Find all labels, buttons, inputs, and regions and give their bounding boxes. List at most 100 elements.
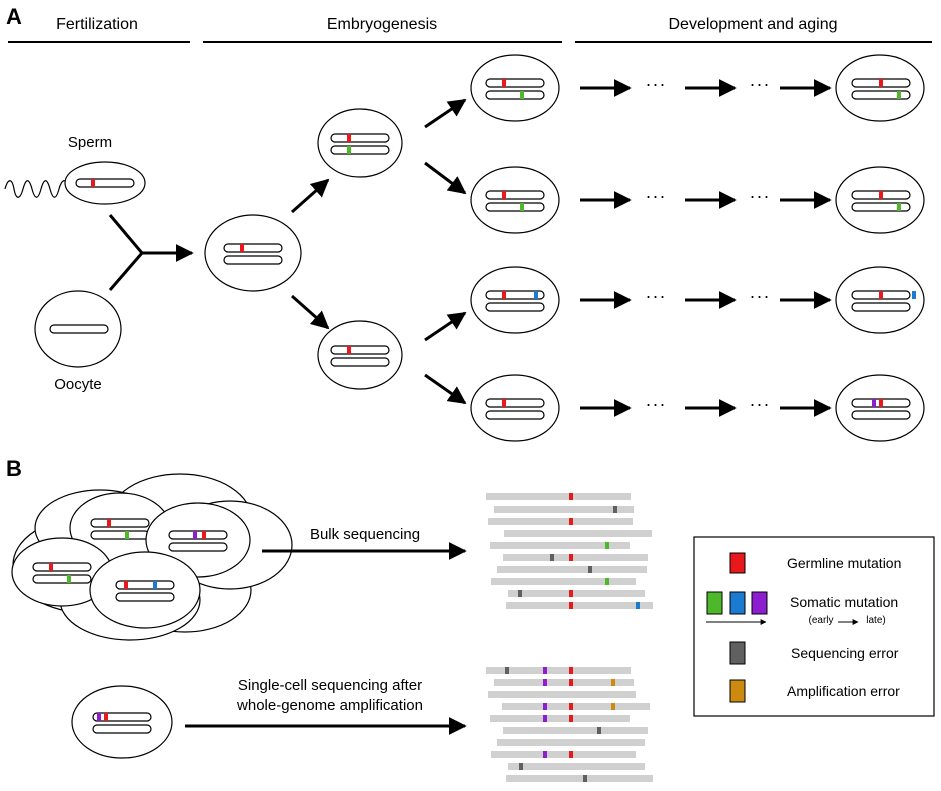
ellipsis: ··· [645,394,667,414]
cell-membrane [470,266,560,334]
chromosome [851,90,911,100]
division-arrow [291,178,330,214]
read-bar [488,691,636,698]
germline-mutation-mark [569,554,573,561]
aged-cell-2 [835,166,925,234]
chromosome [330,345,390,355]
germline-mutation-mark [569,679,573,686]
ellipsis: ··· [749,394,771,414]
label-sperm: Sperm [67,134,113,151]
read-bar [508,763,645,770]
sequencing-read [494,506,634,513]
chromosome [90,530,150,540]
somatic-mutation-mark [543,715,547,722]
lineage-cell-4 [470,374,560,442]
chromosome [223,255,283,265]
bulk-cell-2 [11,537,113,607]
read-bar [503,554,648,561]
legend-somatic-mid-swatch [729,591,746,615]
oocyte-cell [34,290,122,368]
cell-membrane [470,54,560,122]
ellipsis: ··· [645,186,667,206]
sequencing-read [503,727,648,734]
legend-somatic-early-swatch [706,591,723,615]
sequencing-read [488,691,636,698]
legend-sequencing-error-label: Sequencing error [791,645,899,661]
sequencing-read [508,763,645,770]
somatic-mutation-mark [97,713,101,721]
somatic-mutation-mark [897,91,901,99]
read-bar [506,775,653,782]
chromosome [851,202,911,212]
chromosome [32,574,92,584]
chromosome [485,410,545,420]
germline-mutation-mark [569,751,573,758]
aged-cell-3 [835,266,925,334]
division-arrow [424,311,467,342]
germline-mutation-mark [569,590,573,597]
legend-somatic-sub-late: late) [866,615,886,626]
amplification-error-mark [611,703,615,710]
cell-membrane [71,685,173,759]
sperm-cell [64,161,146,205]
label-oocyte: Oocyte [54,376,102,393]
chromosome [485,78,545,88]
read-bar [508,590,645,597]
chromosome [485,90,545,100]
legend-somatic-late-swatch [751,591,768,615]
panel-b-letter: B [6,456,22,481]
germline-mutation-mark [569,703,573,710]
header-embryogenesis: Embryogenesis [326,16,438,33]
cell-membrane [317,108,403,178]
label-single-cell-line2: whole-genome amplification [237,697,423,714]
legend-germline-swatch [729,552,746,574]
header-fertilization: Fertilization [56,16,138,33]
aged-cell-4 [835,374,925,442]
cell-membrane [835,54,925,122]
chromosome [92,712,152,722]
legend-somatic-sub-early: (early [808,615,834,626]
somatic-mutation-mark [520,91,524,99]
ellipsis: ··· [645,74,667,94]
germline-mutation-mark [347,346,351,354]
chromosome [485,302,545,312]
sequencing-read [491,751,636,758]
sequencing-read [491,578,636,585]
chromosome [330,357,390,367]
legend-germline-label: Germline mutation [787,555,902,571]
sequencing-read [506,775,653,782]
read-bar [494,506,634,513]
chromosome [32,562,92,572]
germline-mutation-mark [569,602,573,609]
somatic-mutation-mark [520,203,524,211]
somatic-mutation-mark [605,542,609,549]
division-arrow [424,161,467,195]
germline-mutation-mark [91,179,95,187]
cells-layer [11,54,925,759]
germline-mutation-mark [879,79,883,87]
somatic-mutation-mark [543,667,547,674]
cell-membrane [835,166,925,234]
germline-mutation-mark [502,399,506,407]
sequencing-read [486,667,631,674]
germline-mutation-mark [569,667,573,674]
arrows-layer [291,79,832,417]
label-bulk-sequencing: Bulk sequencing [309,526,421,543]
sperm-tail [4,180,70,198]
sequencing-error-mark [588,566,592,573]
cell-membrane [470,166,560,234]
sequencing-read [503,554,648,561]
embryo-cell-upper [317,108,403,178]
division-arrow [424,373,467,405]
division-arrow [424,98,467,129]
ellipsis: ··· [749,186,771,206]
header-development: Development and aging [668,16,838,33]
germline-mutation-mark [569,518,573,525]
amplification-error-mark [611,679,615,686]
germline-mutation-mark [49,563,53,571]
sequencing-error-mark [505,667,509,674]
single-cell [71,685,173,759]
read-bar [490,542,630,549]
germline-mutation-mark [569,715,573,722]
